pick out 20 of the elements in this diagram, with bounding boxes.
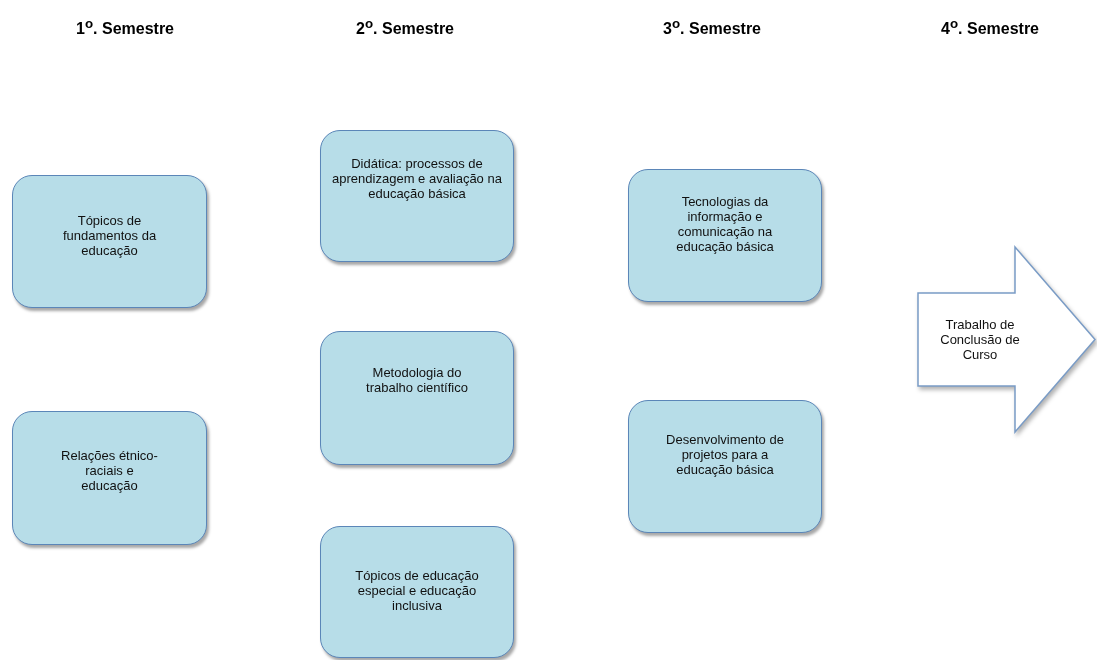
column-heading: 1$^{o}$. Semestre xyxy=(76,16,174,39)
node-text: Didática: processos de aprendizagem e avaliação na educação básica xyxy=(331,155,503,201)
node-text: Tópicos de educação especial e educação inclusiva xyxy=(354,567,480,613)
node-text: Metodologia do trabalho científico xyxy=(365,365,469,395)
node-text: Tecnologias da informação e comunicação na educação básica xyxy=(675,193,775,254)
node-text: Relações étnico-raciais e educação xyxy=(60,447,159,493)
course-box xyxy=(320,130,514,262)
course-box xyxy=(12,411,207,545)
course-box xyxy=(12,175,207,308)
node-text: Trabalho de Conclusão de Curso xyxy=(939,317,1021,362)
column-heading: 3$^{o}$. Semestre xyxy=(663,16,761,39)
column-heading: 2$^{o}$. Semestre xyxy=(356,16,454,39)
course-box xyxy=(320,526,514,658)
course-box xyxy=(628,400,822,533)
course-box xyxy=(628,169,822,302)
column-heading: 4$^{o}$. Semestre xyxy=(941,16,1039,39)
course-box xyxy=(320,331,514,465)
node-text: Tópicos de fundamentos da educação xyxy=(61,213,158,258)
block-arrow xyxy=(918,247,1095,432)
node-text: Desenvolvimento de projetos para a educação básica xyxy=(665,432,785,477)
